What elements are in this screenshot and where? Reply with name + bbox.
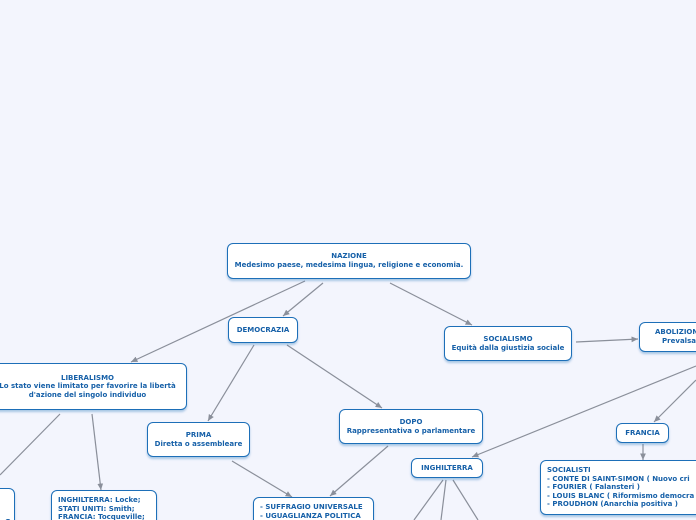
node-liberali_paesi-line: INGHILTERRA: Locke; — [58, 496, 141, 504]
node-dopo-line: DOPO — [399, 417, 423, 426]
connector-line — [286, 344, 383, 409]
node-socialismo-line: Equità dalla giustizia sociale — [451, 343, 565, 352]
node-liberalismo-line: d'azione del singolo individuo — [28, 390, 147, 399]
connector-line — [91, 413, 104, 491]
node-socialisti-line: - FOURIER ( Falansteri ) — [547, 483, 640, 492]
node-democrazia-line: DEMOCRAZIA — [236, 325, 290, 334]
node-suffragio[interactable]: - SUFFRAGIO UNIVERSALE- UGUAGLIANZA POLI… — [253, 497, 374, 520]
connector-line — [0, 413, 61, 476]
node-prima-line: PRIMA — [185, 430, 212, 439]
node-francia-line: FRANCIA — [625, 428, 660, 437]
connector-line — [440, 479, 447, 520]
node-socialismo-line: SOCIALISMO — [483, 334, 533, 343]
node-prima-line: Diretta o assembleare — [154, 439, 243, 448]
connector-line — [452, 479, 479, 520]
node-abolizione-line: ABOLIZIONE — [654, 328, 696, 337]
node-socialisti-line: - PROUDHON (Anarchia positiva ) — [547, 500, 678, 509]
node-nazione-line: Medesimo paese, medesima lingua, religio… — [234, 261, 464, 269]
node-socialisti[interactable]: SOCIALISTI- CONTE DI SAINT-SIMON ( Nuovo… — [540, 460, 696, 515]
connector-line — [389, 282, 473, 326]
node-socialisti-line: - LOUIS BLANC ( Riformismo democra — [547, 491, 695, 500]
node-liberalismo-line: Lo stato viene limitato per favorire la … — [0, 382, 176, 391]
connector-line — [575, 336, 639, 343]
node-abolizione-line: Prevalsa — [662, 337, 696, 345]
node-dopo-line: Rappresentativa o parlamentare — [346, 426, 476, 435]
node-liberali_paesi-line: STATI UNITI: Smith; — [58, 504, 135, 513]
connector-line — [282, 282, 324, 317]
connector-line — [471, 365, 696, 458]
node-socialisti-line: - CONTE DI SAINT-SIMON ( Nuovo cri — [547, 474, 690, 483]
node-liberali_paesi-line: FRANCIA: Tocqueville; — [58, 513, 145, 520]
connector-line — [207, 344, 255, 422]
node-inghilterra-line: INGHILTERRA — [421, 463, 473, 472]
connector-line — [413, 479, 444, 520]
connector-line — [653, 379, 696, 423]
node-socialisti-line: SOCIALISTI — [547, 466, 591, 474]
node-democrazia[interactable]: DEMOCRAZIA — [228, 317, 298, 343]
node-nazione-line: NAZIONE — [331, 252, 367, 261]
connector-line — [130, 280, 306, 363]
node-inghilterra[interactable]: INGHILTERRA — [411, 458, 483, 478]
node-suffragio-line: - UGUAGLIANZA POLITICA — [260, 511, 361, 520]
node-fragment-left[interactable]: O — [0, 488, 15, 520]
node-abolizione[interactable]: ABOLIZIONEPrevalsa — [639, 322, 696, 352]
connector-line — [231, 460, 293, 498]
connector-line — [329, 445, 389, 497]
node-fragment_left-line: O — [0, 518, 11, 520]
node-suffragio-line: - SUFFRAGIO UNIVERSALE — [260, 503, 363, 511]
node-francia[interactable]: FRANCIA — [616, 423, 669, 443]
node-liberali-paesi[interactable]: INGHILTERRA: Locke;STATI UNITI: Smith;FR… — [51, 490, 157, 520]
node-liberalismo-line: LIBERALISMO — [60, 373, 114, 382]
